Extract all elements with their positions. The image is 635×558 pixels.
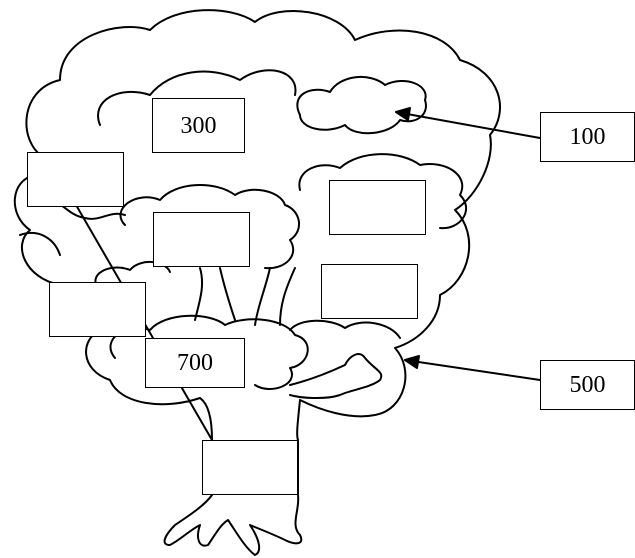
arrow-100-head — [395, 107, 411, 121]
arrow-500 — [404, 359, 541, 381]
tree-outline-icon — [13, 9, 501, 441]
middle-left-lobe — [119, 184, 300, 270]
mid-left-outer — [19, 232, 61, 256]
empty-box-right-lower[interactable] — [321, 264, 418, 319]
middle-right-lobe — [298, 153, 467, 230]
label-box-100: 100 — [540, 112, 635, 162]
empty-box-trunk[interactable] — [202, 440, 298, 495]
branches — [194, 267, 296, 326]
empty-box-left-upper[interactable] — [27, 152, 124, 207]
arrow-100 — [395, 111, 541, 139]
lower-right-lobe — [289, 319, 401, 339]
label-box-500: 500 — [540, 360, 635, 410]
label-box-700: 700 — [145, 338, 245, 388]
empty-box-right-upper[interactable] — [329, 180, 426, 235]
small-branch — [289, 353, 383, 399]
label-box-300: 300 — [152, 98, 245, 153]
upper-right-cloud — [296, 75, 427, 135]
upper-left-lobe — [97, 69, 297, 126]
empty-box-center-upper[interactable] — [153, 212, 250, 267]
trunk-outline — [163, 439, 303, 556]
empty-box-left-lower[interactable] — [49, 282, 146, 337]
arrow-500-head — [404, 355, 420, 369]
